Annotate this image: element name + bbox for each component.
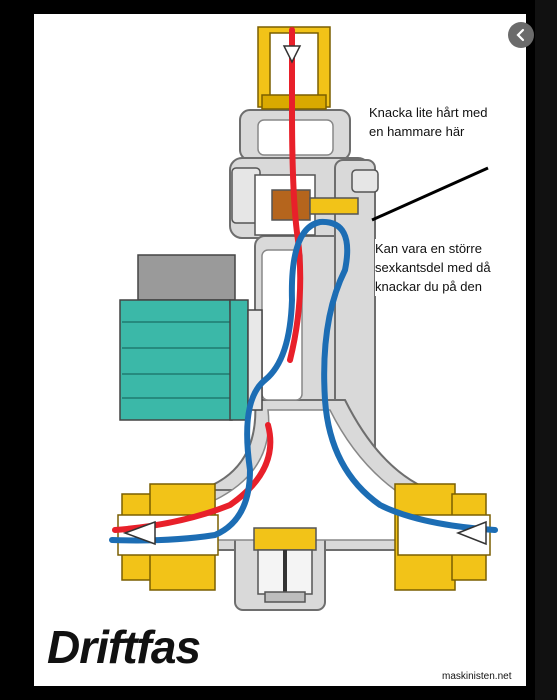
left-outlet-arrow [122, 520, 156, 546]
hex-note: Kan vara en större sexkantsdel med då kn… [375, 239, 525, 296]
right-frame [535, 0, 557, 700]
inlet-arrow [282, 45, 302, 64]
left-frame [0, 0, 34, 700]
inner-cavity [214, 119, 411, 541]
cold-flow-line [109, 218, 498, 544]
diagram-title: Driftfas [47, 621, 201, 673]
callout-line [371, 166, 489, 222]
chevron-left-icon [516, 28, 525, 42]
credit-text: maskinisten.net [442, 671, 512, 682]
hammer-note: Knacka lite hårt med en hammare här [369, 103, 519, 141]
previous-image-button[interactable] [508, 22, 534, 48]
bottom-valve [253, 527, 317, 603]
right-inlet-arrow [455, 520, 487, 546]
pump-motor [119, 254, 263, 421]
